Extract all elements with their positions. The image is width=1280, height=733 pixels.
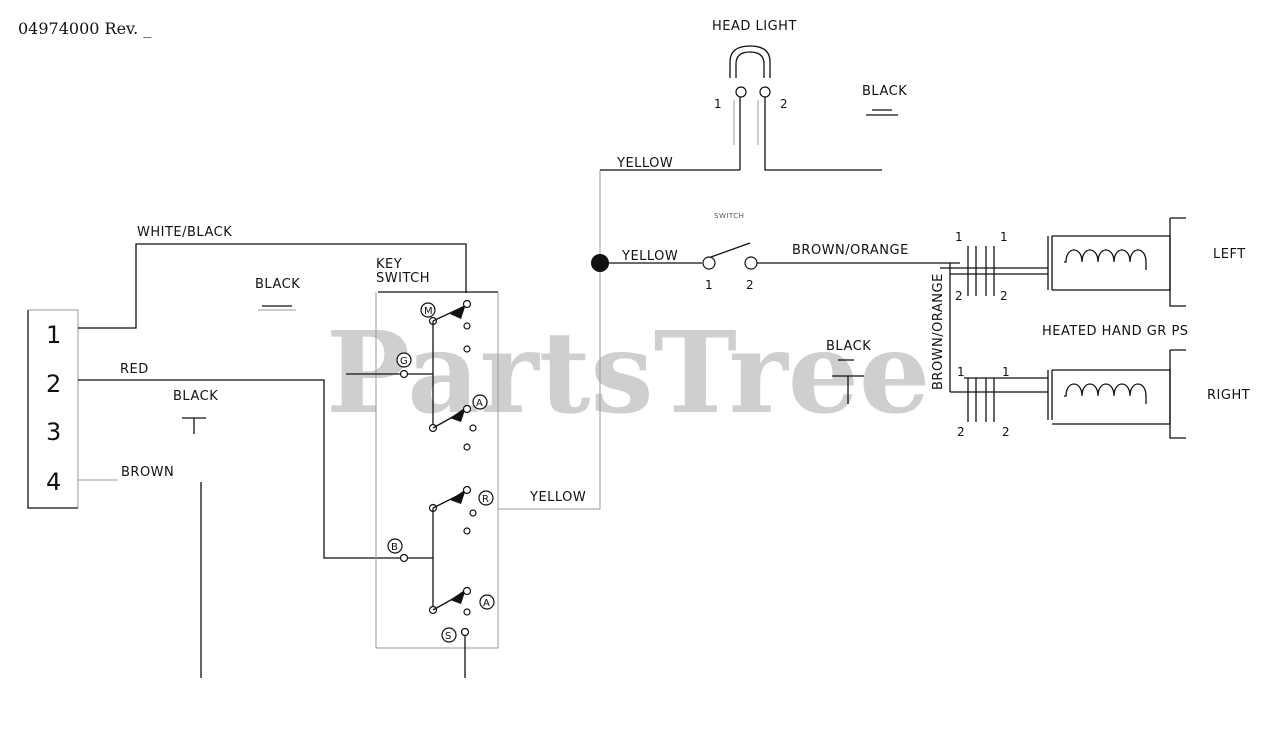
toggle-switch: SWITCH 1 2 BROWN/ORANGE [600,212,960,292]
wire-label-yellow-headlight: YELLOW [616,156,673,171]
key-switch: KEY SWITCH M G A R [346,257,499,678]
wire-label-brown-orange-vertical: BROWN/ORANGE [931,273,946,390]
terminal-label-a1: A [476,398,483,409]
wire-label-black: BLACK [173,389,218,404]
terminal-label-a2: A [483,598,490,609]
wire-black-ground-pin3: BLACK [173,389,218,434]
left-grip-pin-1a: 1 [955,230,963,244]
headlight-pin-1: 1 [714,97,722,111]
wire-red: RED [78,362,403,559]
terminal-label-b: B [391,542,398,553]
headlight-pin-2: 2 [780,97,788,111]
connector-pin-3: 3 [46,418,62,446]
connector-block: 1 2 3 4 [27,309,79,509]
ground-label-top-left: BLACK [255,277,300,292]
wire-label-white-black: WHITE/BLACK [137,225,232,240]
heated-grip-right: 1 1 2 2 RIGHT [950,349,1250,439]
document-id: 04974000 Rev. _ [18,19,151,38]
left-grip-pin-1b: 1 [1000,230,1008,244]
wire-brown-orange-vertical: BROWN/ORANGE [931,263,951,392]
ground-label-headlight: BLACK [862,84,907,99]
terminal-label-s: S [445,631,452,642]
switch-pin-1: 1 [705,278,713,292]
wire-label-yellow-splice: YELLOW [621,249,678,264]
left-grip-label: LEFT [1213,247,1246,262]
connector-pin-4: 4 [46,468,62,496]
connector-pin-1: 1 [46,321,62,349]
ground-symbol-headlight: BLACK [862,84,907,116]
left-grip-pin-2b: 2 [1000,289,1008,303]
right-grip-pin-1b: 1 [1002,365,1010,379]
heated-grip-left: 1 1 2 2 LEFT [940,217,1246,307]
wire-label-red: RED [120,362,149,377]
wire-yellow-key-to-splice: YELLOW [498,264,601,510]
splice-point: YELLOW [591,249,678,272]
terminal-label-g: G [400,356,408,367]
right-grip-pin-2b: 2 [1002,425,1010,439]
terminal-label-r: R [482,494,489,505]
wire-label-yellow-key: YELLOW [529,490,586,505]
ground-symbol-top-left: BLACK [255,277,300,311]
headlight: HEAD LIGHT 1 2 [712,19,882,171]
connector-pin-2: 2 [46,370,62,398]
key-switch-label-line1: KEY [376,257,402,272]
headlight-label: HEAD LIGHT [712,19,797,34]
switch-pin-2: 2 [746,278,754,292]
terminal-label-m: M [424,306,433,317]
key-switch-label-line2: SWITCH [376,271,430,286]
heated-grips-label: HEATED HAND GR PS [1042,324,1189,339]
switch-label: SWITCH [714,212,744,220]
ground-label-center: BLACK [826,339,871,354]
right-grip-label: RIGHT [1207,388,1250,403]
left-grip-pin-2a: 2 [955,289,963,303]
ground-symbol-center: BLACK [826,339,871,404]
wire-yellow-headlight: YELLOW [599,156,740,254]
right-grip-pin-2a: 2 [957,425,965,439]
right-grip-pin-1a: 1 [957,365,965,379]
wire-white-black: WHITE/BLACK [78,225,467,329]
wire-brown: BROWN [78,465,202,678]
wire-label-brown-orange: BROWN/ORANGE [792,243,909,258]
wire-label-brown: BROWN [121,465,174,480]
